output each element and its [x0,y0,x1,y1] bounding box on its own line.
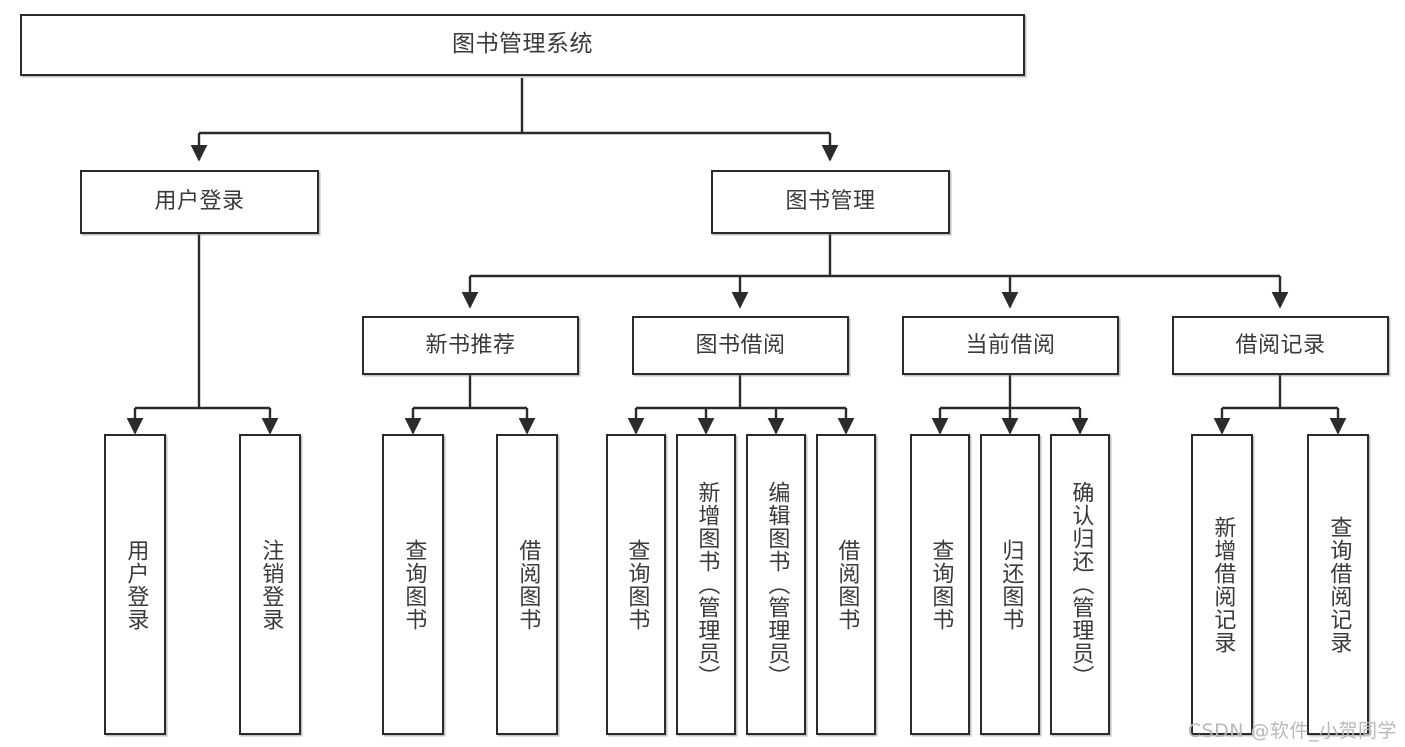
node-label: 归还图书 [998,538,1024,631]
node-label: 查询图书 [401,538,427,631]
leaf-current-confirm-return-admin[interactable]: 确认归还（管理员） [1050,434,1110,735]
leaf-user-login-login[interactable]: 用户登录 [104,434,166,735]
node-label: 注销登录 [258,538,284,631]
leaf-current-return-book[interactable]: 归还图书 [980,434,1040,735]
node-label: 用户登录 [123,538,149,631]
node-user-login[interactable]: 用户登录 [80,170,319,234]
leaf-borrow-add-book-admin[interactable]: 新增图书（管理员） [676,434,736,735]
leaf-current-query-book[interactable]: 查询图书 [910,434,970,735]
node-label: 当前借阅 [965,332,1056,358]
node-borrow-record[interactable]: 借阅记录 [1172,316,1389,375]
node-label: 用户登录 [154,189,245,215]
leaf-record-add-record[interactable]: 新增借阅记录 [1191,434,1253,735]
leaf-borrow-borrow-book[interactable]: 借阅图书 [816,434,876,735]
node-current-borrow[interactable]: 当前借阅 [902,316,1119,375]
node-book-management[interactable]: 图书管理 [711,170,950,234]
node-book-borrow[interactable]: 图书借阅 [632,316,849,375]
node-label: 新增图书（管理员） [694,481,720,688]
node-label: 借阅图书 [834,538,860,631]
node-label: 编辑图书（管理员） [764,481,790,688]
node-label: 借阅图书 [515,538,541,631]
node-new-book-recommend[interactable]: 新书推荐 [362,316,579,375]
node-label: 查询借阅记录 [1326,515,1352,654]
node-label: 图书管理 [785,189,876,215]
node-label: 查询图书 [624,538,650,631]
leaf-record-query-record[interactable]: 查询借阅记录 [1307,434,1369,735]
node-label: 图书借阅 [695,332,786,358]
watermark: CSDN @软件_小贺同学 [1187,720,1397,742]
leaf-new-book-query[interactable]: 查询图书 [382,434,444,735]
leaf-borrow-query-book[interactable]: 查询图书 [606,434,666,735]
node-label: 查询图书 [928,538,954,631]
node-label: 借阅记录 [1235,332,1326,358]
node-label: 图书管理系统 [452,31,593,58]
leaf-borrow-edit-book-admin[interactable]: 编辑图书（管理员） [746,434,806,735]
leaf-new-book-borrow[interactable]: 借阅图书 [496,434,558,735]
node-label: 新增借阅记录 [1210,515,1236,654]
node-label: 确认归还（管理员） [1068,481,1094,688]
node-root-system[interactable]: 图书管理系统 [20,14,1025,76]
leaf-user-login-logout[interactable]: 注销登录 [239,434,301,735]
node-label: 新书推荐 [425,332,516,358]
